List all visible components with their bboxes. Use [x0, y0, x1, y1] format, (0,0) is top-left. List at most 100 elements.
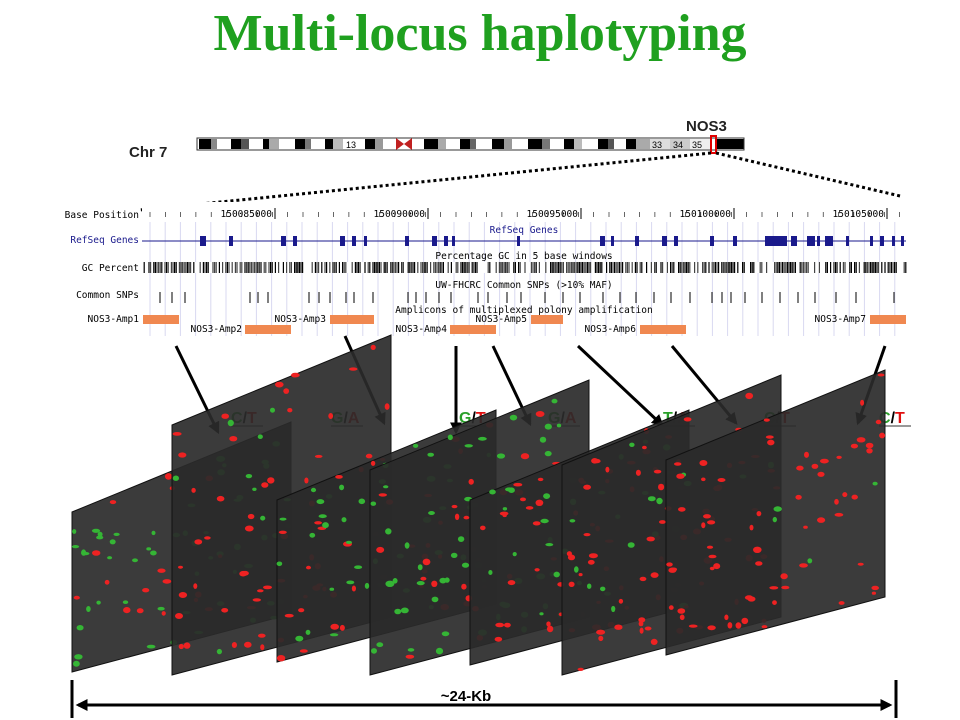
polony-dot	[157, 606, 165, 611]
polony-dot	[461, 562, 470, 568]
polony-dot	[724, 614, 729, 621]
polony-dot	[653, 469, 662, 474]
polony-dot	[520, 453, 530, 460]
polony-dot	[650, 638, 658, 646]
polony-dot	[96, 535, 104, 540]
polony-dot	[329, 633, 339, 637]
polony-dot	[299, 649, 308, 653]
exon	[405, 236, 409, 246]
polony-dot	[578, 573, 583, 577]
polony-dot	[850, 443, 859, 449]
exon	[444, 236, 448, 246]
polony-dot	[178, 643, 184, 650]
amplicons-center-label: Amplicons of multiplexed polony amplific…	[395, 305, 652, 316]
polony-dot	[71, 545, 80, 549]
polony-dot	[113, 532, 120, 537]
exon	[817, 236, 820, 246]
polony-dot	[817, 471, 825, 477]
polony-dot	[567, 554, 576, 561]
polony-dot	[568, 581, 575, 587]
polony-dot	[244, 641, 252, 648]
polony-dot	[305, 629, 311, 635]
polony-dot	[275, 381, 284, 388]
polony-dot	[817, 517, 826, 523]
polony-dot	[339, 484, 345, 491]
exon	[229, 236, 233, 246]
polony-dot	[647, 496, 656, 502]
polony-dot	[627, 542, 635, 548]
polony-dot	[407, 648, 415, 652]
polony-dot	[304, 477, 309, 484]
polony-dot	[283, 388, 290, 394]
page-title: Multi-locus haplotyping	[213, 5, 747, 62]
exon	[293, 236, 297, 246]
polony-dot	[358, 498, 366, 505]
polony-dot	[216, 648, 222, 655]
polony-dot	[318, 514, 327, 519]
polony-dot	[836, 455, 842, 459]
polony-dot	[194, 539, 203, 545]
polony-dot	[860, 399, 865, 406]
zoom-line-right	[715, 151, 901, 198]
position-label: 150100000	[680, 209, 732, 220]
polony-dot	[480, 525, 486, 531]
exon	[662, 236, 667, 246]
amplicon-arrow	[576, 344, 664, 427]
polony-dot	[193, 583, 198, 589]
polony-dot	[216, 495, 225, 502]
exon	[281, 236, 286, 246]
exon	[600, 236, 605, 246]
polony-dot	[227, 419, 234, 427]
polony-dot	[683, 417, 692, 422]
exon	[825, 236, 833, 246]
polony-dot	[245, 474, 253, 479]
exon	[452, 236, 455, 246]
polony-dot	[866, 448, 873, 454]
polony-dot	[175, 613, 183, 619]
polony-dot	[370, 460, 376, 466]
polony-dot	[539, 612, 544, 616]
track-label-gc: GC Percent	[82, 263, 139, 274]
polony-dot	[781, 585, 790, 590]
polony-dot	[161, 611, 166, 616]
polony-dot	[834, 512, 844, 517]
polony-dot	[239, 570, 247, 577]
exon	[517, 236, 520, 246]
polony-dot	[270, 407, 275, 413]
polony-dot	[765, 435, 774, 439]
polony-dot	[457, 536, 465, 542]
polony-dot	[677, 608, 686, 614]
polony-dot	[370, 501, 377, 506]
snps-center-label: UW-FHCRC Common SNPs (>10% MAF)	[435, 280, 612, 291]
polony-dot	[427, 452, 435, 457]
polony-dot	[263, 585, 272, 590]
band-label-33: 33	[652, 140, 662, 150]
gene-locus-marker	[710, 135, 717, 154]
polony-dot	[795, 494, 802, 500]
polony-dot	[74, 654, 83, 660]
polony-dot	[73, 595, 80, 600]
polony-dot	[556, 423, 562, 428]
polony-dot	[508, 487, 515, 494]
polony-dot	[583, 484, 591, 490]
polony-dot	[879, 432, 886, 439]
polony-dot	[109, 539, 116, 545]
chromosome-ideogram: Chr 7 NOS3 13 33 34 35	[129, 118, 901, 212]
polony-dot	[507, 580, 516, 586]
polony-dot	[183, 642, 191, 649]
polony-dot	[91, 528, 101, 533]
polony-dot	[260, 644, 265, 651]
polony-dot	[72, 529, 77, 534]
polony-dot	[378, 493, 387, 497]
polony-dot	[178, 592, 188, 598]
polony-dot	[104, 579, 110, 585]
polony-dot	[416, 581, 425, 586]
polony-dot	[703, 514, 711, 519]
polony-dot	[525, 506, 534, 510]
amplicon-label: NOS3-Amp7	[815, 314, 866, 325]
polony-dot	[583, 533, 591, 537]
polony-dot	[252, 487, 257, 491]
polony-dot	[650, 572, 659, 578]
exon	[765, 236, 787, 246]
polony-dot	[284, 613, 294, 618]
